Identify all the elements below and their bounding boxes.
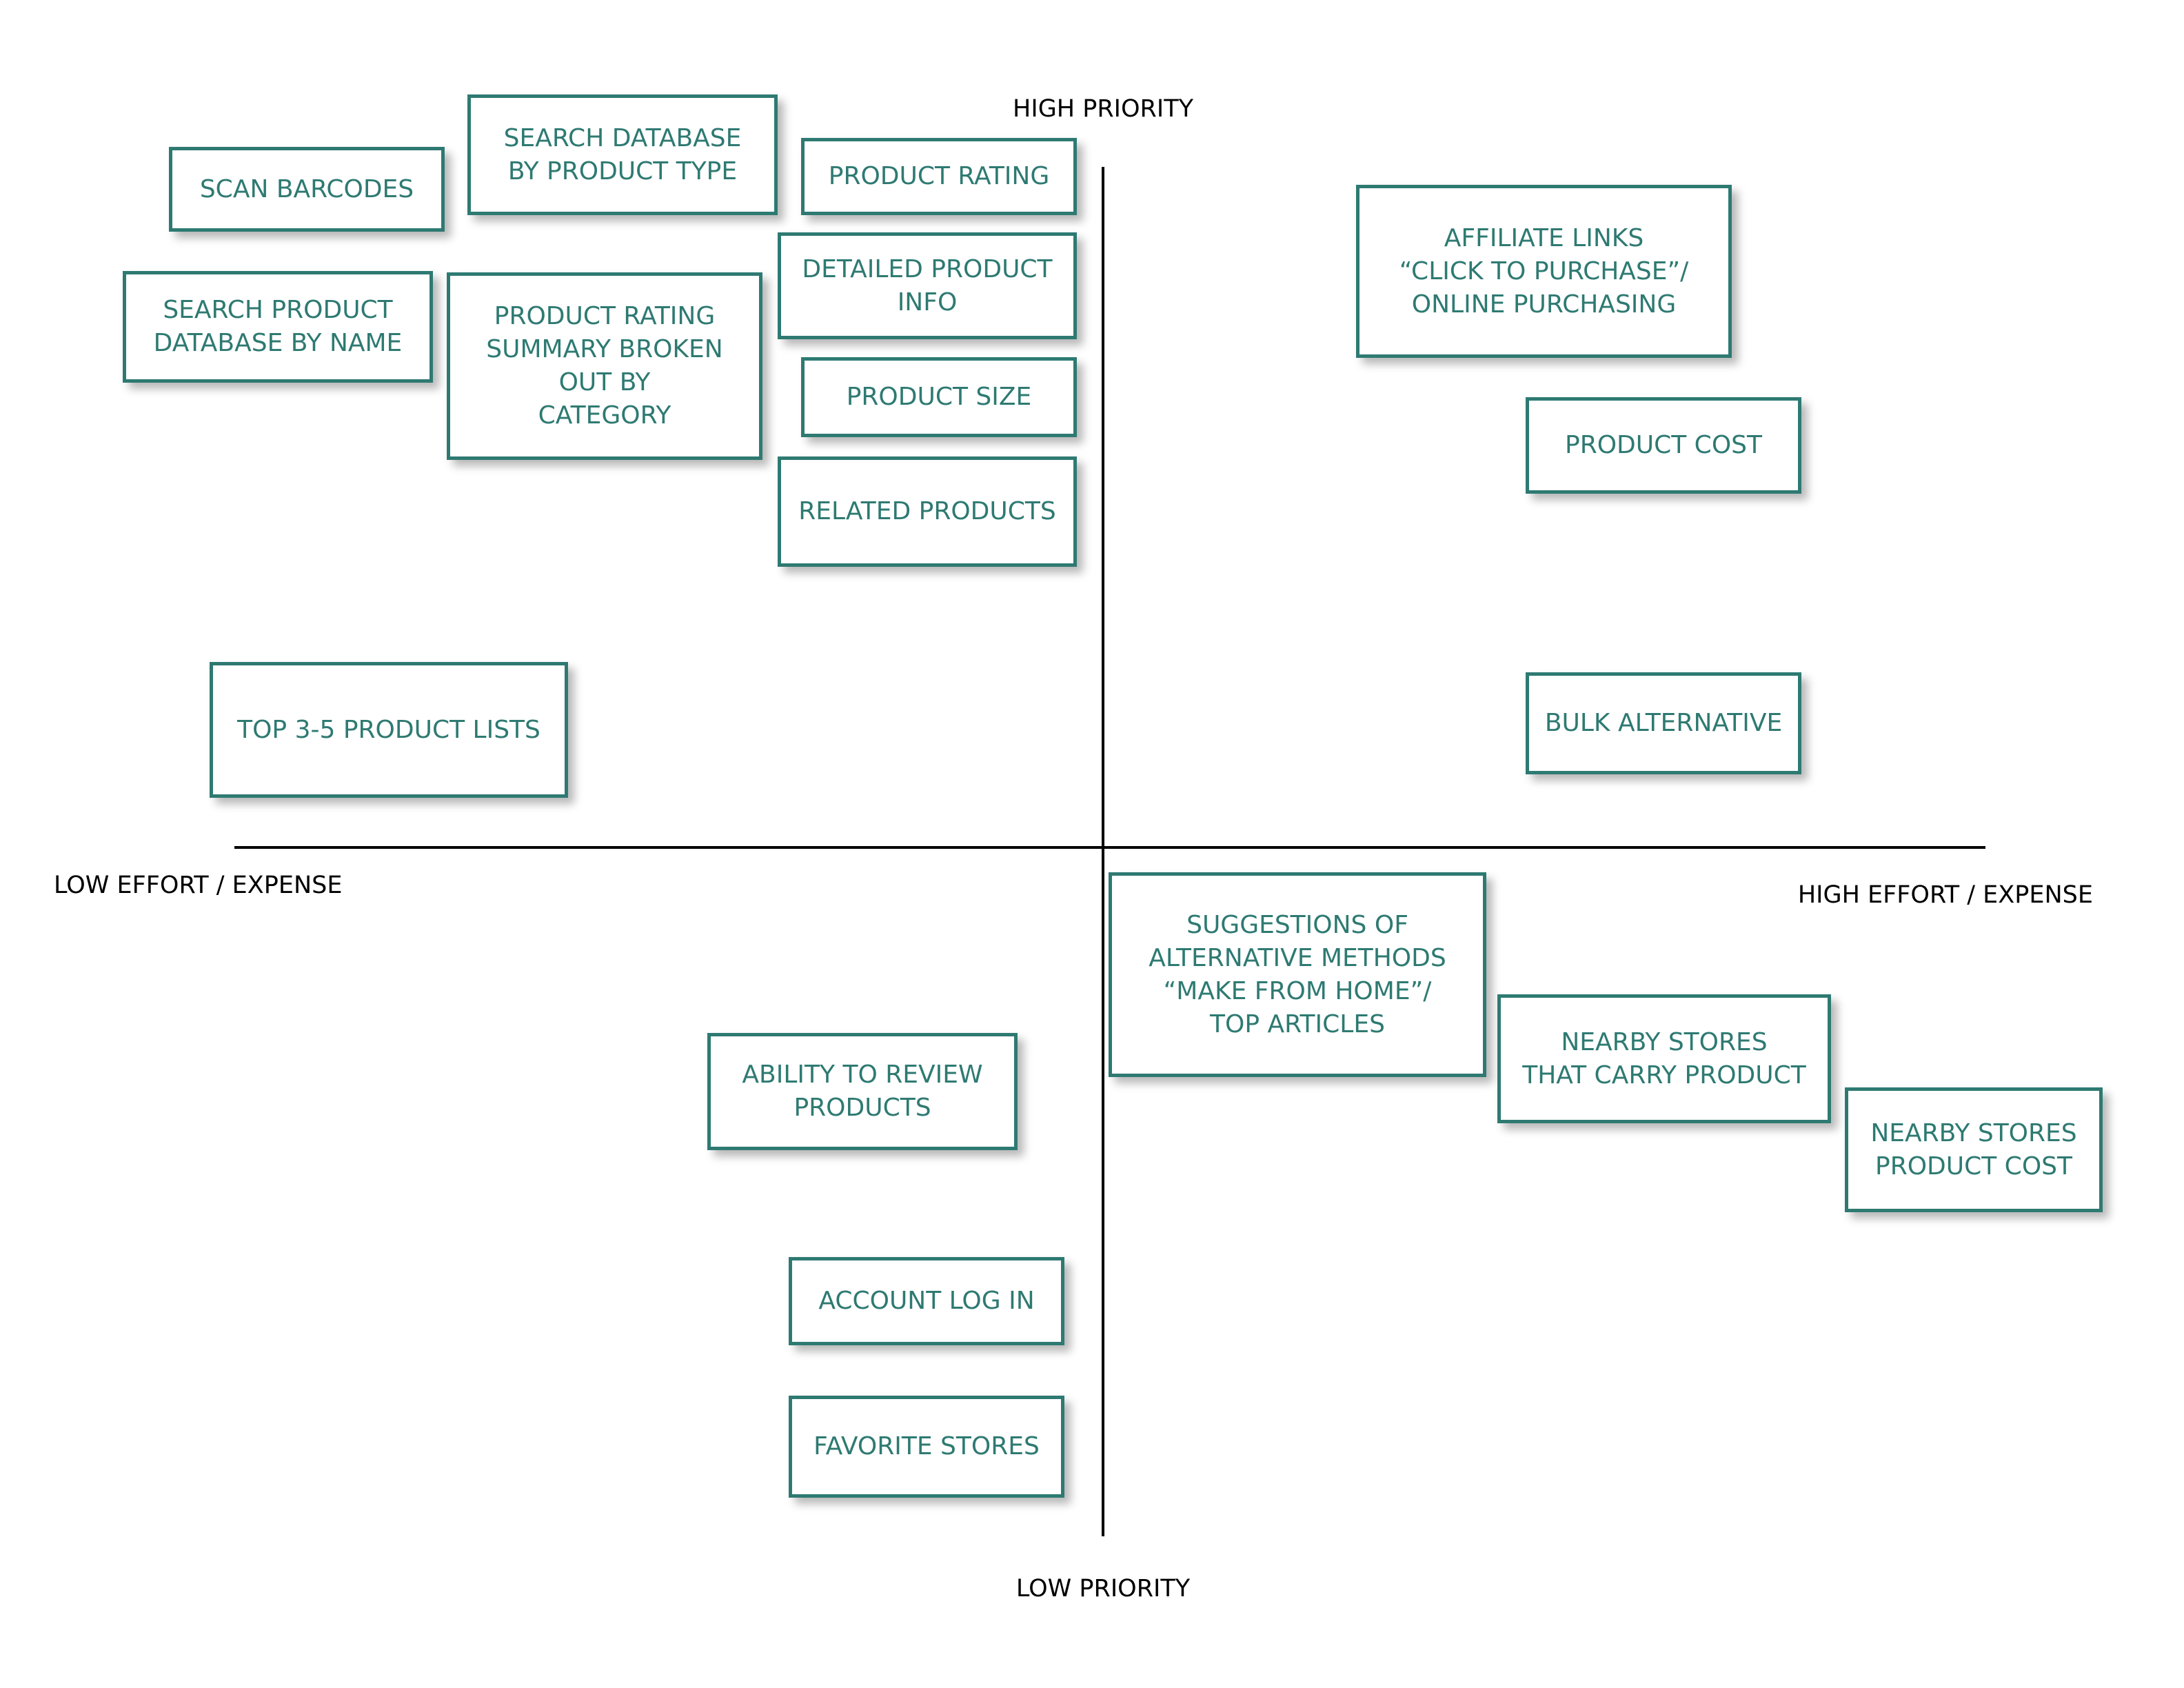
card-product-rating: PRODUCT RATING (801, 138, 1077, 215)
card-label: SEARCH PRODUCT DATABASE BY NAME (153, 296, 403, 357)
card-label: PRODUCT SIZE (846, 383, 1032, 411)
horizontal-axis (234, 846, 1985, 849)
vertical-axis (1102, 167, 1104, 1536)
card-affiliate-links: AFFILIATE LINKS “CLICK TO PURCHASE”/ ONL… (1356, 185, 1732, 358)
card-label: NEARBY STORES THAT CARRY PRODUCT (1522, 1027, 1806, 1089)
card-label: ABILITY TO REVIEW PRODUCTS (742, 1061, 983, 1122)
card-detailed-product-info: DETAILED PRODUCT INFO (778, 232, 1077, 339)
card-product-cost: PRODUCT COST (1526, 397, 1801, 494)
card-label: PRODUCT COST (1564, 431, 1762, 459)
card-search-by-product-type: SEARCH DATABASE BY PRODUCT TYPE (467, 94, 778, 215)
card-rating-summary: PRODUCT RATING SUMMARY BROKEN OUT BY CAT… (447, 272, 762, 460)
card-label: PRODUCT RATING (828, 162, 1050, 190)
card-label: NEARBY STORES PRODUCT COST (1870, 1118, 2077, 1180)
axis-label-top: HIGH PRIORITY (1013, 95, 1193, 123)
card-review-products: ABILITY TO REVIEW PRODUCTS (707, 1033, 1018, 1150)
card-nearby-stores-cost: NEARBY STORES PRODUCT COST (1845, 1087, 2103, 1212)
card-label: TOP 3-5 PRODUCT LISTS (237, 715, 540, 744)
card-product-size: PRODUCT SIZE (801, 357, 1077, 437)
card-label: ACCOUNT LOG IN (818, 1287, 1035, 1315)
axis-label-bottom: LOW PRIORITY (1015, 1575, 1191, 1602)
card-label: DETAILED PRODUCT INFO (802, 254, 1053, 316)
card-top-product-lists: TOP 3-5 PRODUCT LISTS (210, 662, 568, 798)
card-label: PRODUCT RATING SUMMARY BROKEN OUT BY CAT… (486, 302, 723, 430)
axis-label-right: HIGH EFFORT / EXPENSE (1797, 881, 2093, 909)
card-label: SUGGESTIONS OF ALTERNATIVE METHODS “MAKE… (1149, 910, 1446, 1038)
card-label: SCAN BARCODES (199, 174, 414, 203)
card-label: SEARCH DATABASE BY PRODUCT TYPE (503, 123, 742, 185)
card-label: AFFILIATE LINKS “CLICK TO PURCHASE”/ ONL… (1399, 223, 1689, 319)
axis-label-left: LOW EFFORT / EXPENSE (54, 872, 343, 899)
card-alternative-methods: SUGGESTIONS OF ALTERNATIVE METHODS “MAKE… (1109, 872, 1486, 1077)
card-account-log-in: ACCOUNT LOG IN (789, 1257, 1064, 1345)
card-search-by-name: SEARCH PRODUCT DATABASE BY NAME (123, 271, 433, 383)
card-scan-barcodes: SCAN BARCODES (169, 147, 445, 232)
card-related-products: RELATED PRODUCTS (778, 456, 1077, 567)
card-label: FAVORITE STORES (813, 1432, 1040, 1460)
card-bulk-alternative: BULK ALTERNATIVE (1526, 672, 1801, 774)
card-label: RELATED PRODUCTS (798, 497, 1056, 525)
card-label: BULK ALTERNATIVE (1544, 709, 1783, 737)
card-favorite-stores: FAVORITE STORES (789, 1396, 1064, 1498)
card-nearby-stores: NEARBY STORES THAT CARRY PRODUCT (1497, 994, 1831, 1123)
